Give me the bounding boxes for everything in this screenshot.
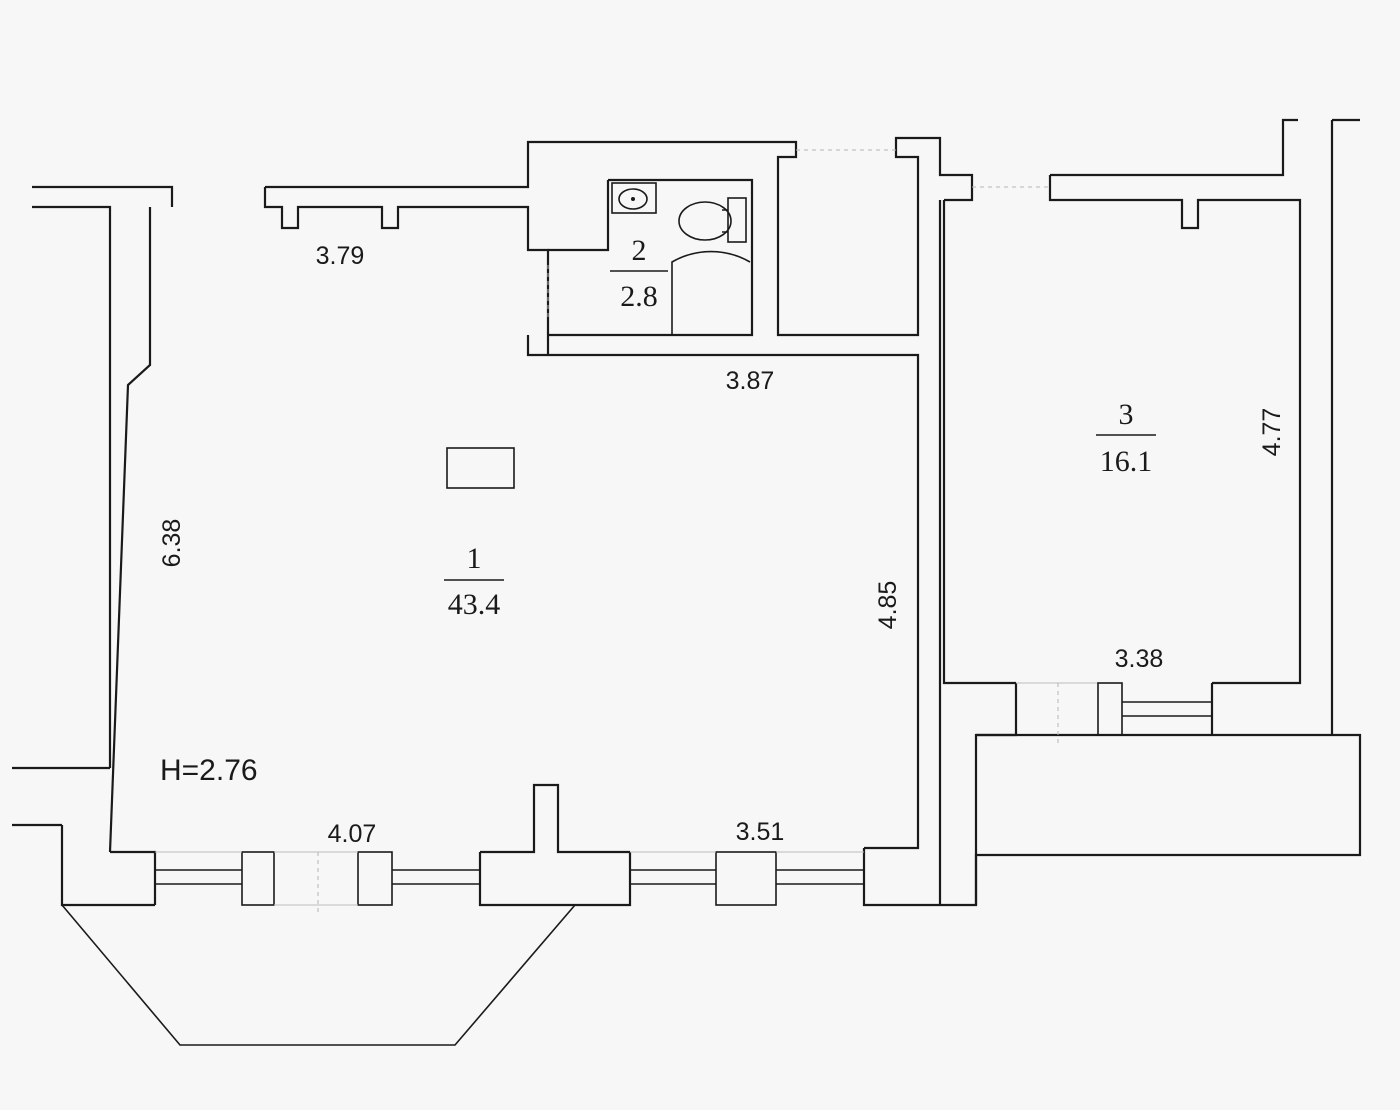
room-1-area: 43.4 bbox=[448, 588, 501, 621]
dim-room1-right-upper: 3.87 bbox=[726, 367, 775, 395]
sink-icon bbox=[611, 182, 657, 214]
room-label-3: 3 16.1 bbox=[1096, 398, 1156, 478]
room-2-number: 2 bbox=[632, 234, 647, 267]
dim-room3-height: 4.77 bbox=[1258, 408, 1286, 457]
room-label-2: 2 2.8 bbox=[610, 234, 668, 313]
bay-outline bbox=[61, 904, 576, 1046]
toilet-icon bbox=[678, 197, 747, 243]
windows-room-1 bbox=[155, 851, 864, 915]
walls-room-2 bbox=[547, 178, 754, 337]
walls-room-1 bbox=[12, 136, 1362, 907]
room-3-area: 16.1 bbox=[1100, 445, 1153, 478]
dim-room1-bottom-left: 4.07 bbox=[328, 820, 377, 848]
dim-room3-bottom: 3.38 bbox=[1115, 645, 1164, 673]
dim-room1-top: 3.79 bbox=[316, 242, 365, 270]
dim-room1-left-height: 6.38 bbox=[158, 519, 186, 568]
window-room-3 bbox=[1097, 682, 1212, 736]
room-label-1: 1 43.4 bbox=[444, 542, 504, 621]
floor-box bbox=[446, 447, 515, 489]
closet-dashes bbox=[796, 149, 1050, 188]
room-2-area: 2.8 bbox=[620, 280, 658, 313]
ceiling-height: H=2.76 bbox=[160, 754, 258, 787]
walls-room-3 bbox=[942, 118, 1360, 745]
room-1-number: 1 bbox=[467, 542, 482, 575]
room-3-number: 3 bbox=[1119, 398, 1134, 431]
dim-room1-bottom-right: 3.51 bbox=[736, 818, 785, 846]
door-swing-icon bbox=[671, 250, 751, 335]
dim-room1-right-height: 4.85 bbox=[874, 581, 902, 630]
